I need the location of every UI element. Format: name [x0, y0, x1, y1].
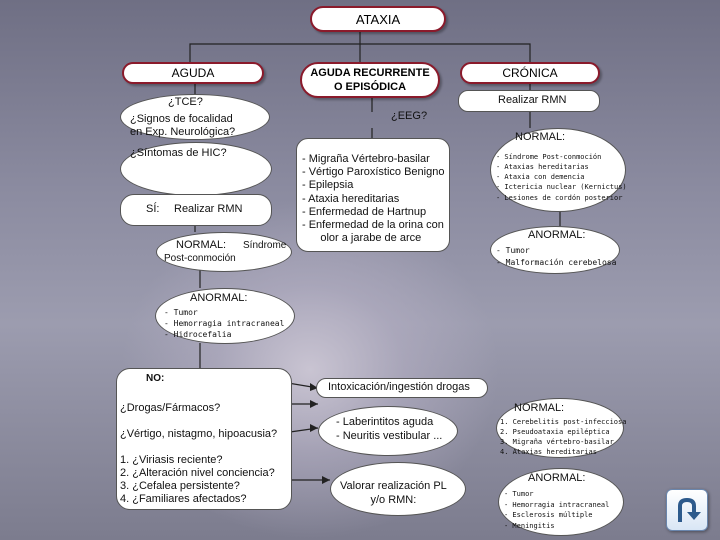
valorar-box	[330, 462, 466, 516]
right-rmn-text: Realizar RMN	[498, 94, 567, 106]
aguda-label: AGUDA	[171, 66, 215, 80]
title-box: ATAXIA	[310, 6, 446, 32]
intox-text: Intoxicación/ingestión drogas	[328, 381, 470, 393]
no-label: NO:	[146, 373, 165, 384]
right-anormal1-items: - Tumor - Malformación cerebelosa	[496, 246, 617, 267]
left-normal-box	[156, 232, 292, 272]
no-box	[116, 368, 292, 510]
si-box	[120, 194, 272, 226]
episodic-diagnoses: - Migraña Vértebro-basilar - Vértigo Par…	[302, 153, 445, 245]
right-anormal1-box	[490, 226, 620, 274]
episodic-diagnoses-box	[296, 138, 450, 252]
left-anormal-items: - Tumor - Hemorragia intracraneal - Hidr…	[164, 308, 285, 340]
tce-question: ¿TCE?	[168, 96, 203, 108]
right-normal2-label: NORMAL:	[514, 402, 565, 414]
left-postconmocion: Post-conmoción	[164, 253, 236, 264]
valorar-text: Valorar realización PL y/o RMN:	[340, 480, 447, 507]
eeg-question: ¿EEG?	[391, 110, 428, 122]
aguda-header: AGUDA	[122, 62, 264, 84]
right-rmn-box	[458, 90, 600, 112]
laberintitis-box	[318, 406, 458, 456]
cronica-header: CRÓNICA	[460, 62, 600, 84]
recurrente-header: AGUDA RECURRENTE O EPISÓDICA	[300, 62, 440, 98]
right-anormal1-label: ANORMAL:	[528, 229, 586, 241]
right-normal2-box	[496, 398, 624, 458]
return-arrow-icon	[678, 497, 701, 522]
vertigo-question: ¿Vértigo, nistagmo, hipoacusia?	[120, 428, 278, 440]
cronica-label: CRÓNICA	[502, 66, 558, 80]
intox-box	[316, 378, 488, 398]
si-label: SÍ:	[146, 203, 160, 215]
drogas-question: ¿Drogas/Fármacos?	[120, 402, 221, 414]
right-normal1-label: NORMAL:	[515, 131, 566, 143]
tce-box	[120, 94, 270, 140]
right-anormal2-items: - Tumor - Hemorragia intracraneal - Escl…	[504, 490, 610, 530]
recurrente-label: AGUDA RECURRENTE O EPISÓDICA	[310, 66, 430, 93]
eeg-box	[300, 112, 460, 130]
return-button[interactable]	[666, 489, 708, 531]
right-anormal2-label: ANORMAL:	[528, 472, 586, 484]
page-title: ATAXIA	[355, 11, 401, 27]
left-anormal-label: ANORMAL:	[190, 292, 248, 304]
right-normal1-items: - Síndrome Post-conmoción - Ataxias here…	[496, 153, 627, 202]
no-questions-list: 1. ¿Viriasis reciente? 2. ¿Alteración ni…	[120, 454, 275, 505]
si-action: Realizar RMN	[174, 203, 243, 215]
hic-question: ¿Síntomas de HIC?	[130, 147, 227, 159]
signos-question: ¿Signos de focalidad en Exp. Neurológica…	[130, 113, 236, 139]
hic-box	[120, 142, 272, 196]
left-normal-detail: Síndrome	[243, 240, 287, 251]
laberintitis-text: - Laberintitos aguda - Neuritis vestibul…	[336, 416, 443, 442]
left-normal-label: NORMAL:	[176, 239, 227, 251]
right-normal2-items: 1. Cerebelitis post-infecciosa 2. Pseudo…	[500, 418, 627, 457]
left-anormal-box	[155, 288, 295, 344]
right-anormal2-box	[498, 468, 624, 536]
right-normal1-box	[490, 128, 626, 212]
